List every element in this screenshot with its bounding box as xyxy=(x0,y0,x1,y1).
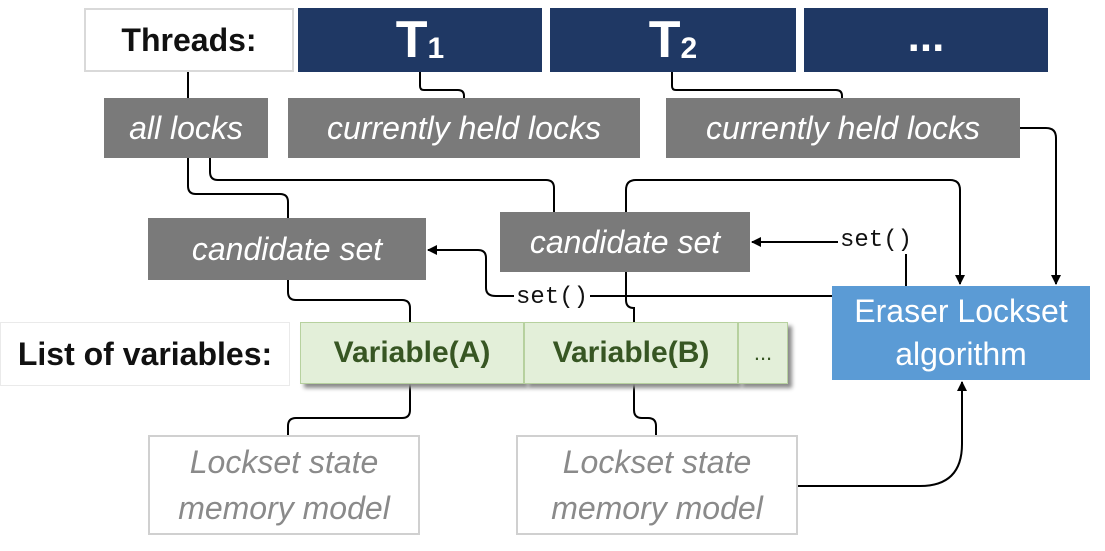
variable-b: Variable(B) xyxy=(524,322,738,384)
all-locks-box: all locks xyxy=(104,98,268,158)
eraser-title-line2: algorithm xyxy=(895,336,1027,372)
thread-more-ellipsis: ... xyxy=(907,12,945,61)
wire-t1-to-held-locks xyxy=(419,72,465,98)
wire-var-a-to-mem xyxy=(287,384,411,435)
wire-set-lower xyxy=(427,245,832,297)
wire-all-locks-to-left-candidate xyxy=(187,158,289,218)
wire-t2-to-held-locks xyxy=(671,72,843,98)
wire-left-candidate-to-var-a xyxy=(287,280,411,322)
thread-t1-name: T xyxy=(395,11,428,69)
wire-held-locks-to-eraser xyxy=(1020,127,1061,285)
memory-model-b-line1: Lockset state xyxy=(562,443,752,480)
t1-held-locks-box: currently held locks xyxy=(288,98,640,158)
memory-model-b-line2: memory model xyxy=(551,490,763,526)
set-call-lower: set() xyxy=(514,284,591,311)
thread-more: ... xyxy=(804,8,1048,72)
wire-mem-to-eraser xyxy=(798,381,967,487)
variable-a: Variable(A) xyxy=(300,322,524,384)
candidate-set-left: candidate set xyxy=(148,218,426,280)
memory-model-b: Lockset state memory model xyxy=(516,435,798,535)
variables-label: List of variables: xyxy=(0,322,290,386)
thread-t2-subscript: 2 xyxy=(680,32,698,65)
wire-all-locks-to-right-candidate xyxy=(209,158,555,212)
memory-model-a-line2: memory model xyxy=(178,490,390,526)
wire-var-b-to-mem xyxy=(633,384,657,435)
eraser-lockset-algorithm-box: Eraser Lockset algorithm xyxy=(832,286,1090,380)
t2-held-locks-box: currently held locks xyxy=(666,98,1020,158)
set-call-upper: set() xyxy=(838,227,915,254)
memory-model-a: Lockset state memory model xyxy=(148,435,420,535)
thread-t1-subscript: 1 xyxy=(427,32,445,65)
eraser-title-line1: Eraser Lockset xyxy=(854,292,1068,329)
memory-model-a-line1: Lockset state xyxy=(189,443,379,480)
thread-t2-name: T xyxy=(648,11,681,69)
candidate-set-right: candidate set xyxy=(500,212,750,272)
wire-right-candidate-to-var-b xyxy=(625,272,635,322)
wire-candidate-to-eraser xyxy=(625,179,965,285)
threads-label: Threads: xyxy=(84,8,294,72)
variable-more: ... xyxy=(738,322,788,384)
